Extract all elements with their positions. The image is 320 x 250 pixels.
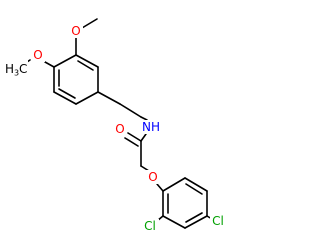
atom-label-oxygen-methoxy-left: O	[33, 48, 42, 62]
bond-c-o-double-a	[127, 132, 142, 142]
bond-o-ch3-top	[81, 18, 98, 29]
bond-ringB-4	[184, 215, 208, 229]
bond-ringB-inner-2	[185, 212, 203, 223]
bond-ch2-n	[140, 116, 148, 121]
bond-ch2-ch2	[119, 103, 142, 118]
atom-label-carbonyl-oxygen: O	[115, 122, 124, 136]
bond-ring-ch2	[97, 91, 121, 105]
bond-c4-o	[44, 61, 55, 68]
bond-ringA-inner-2	[58, 88, 76, 99]
bond-ringA-3	[75, 91, 99, 105]
bond-c-o-double-b	[124, 137, 139, 147]
chemical-structure-diagram: O O H 3 C NH O O Cl Cl	[4, 18, 227, 233]
bond-ringB-2	[184, 177, 208, 192]
bond-ringA-inner-1	[77, 60, 94, 71]
bond-ringA-6	[53, 54, 77, 68]
atom-label-chlorine-para: Cl	[212, 214, 224, 228]
bond-o-ring	[156, 183, 164, 192]
atom-label-methyl-h: H	[5, 62, 14, 76]
bond-ringA-4	[53, 91, 77, 105]
bond-ringB-5	[162, 215, 186, 229]
atom-label-amide-nh: NH	[142, 120, 160, 134]
bond-n-c	[140, 133, 147, 142]
atom-label-methyl-subscript: 3	[14, 69, 19, 78]
atom-label-oxygen-methoxy-top: O	[71, 24, 80, 38]
bond-ringB-1	[162, 177, 186, 192]
atom-label-methyl-c: C	[19, 62, 27, 76]
bond-ringB-inner-1	[185, 183, 203, 195]
atom-label-ether-oxygen: O	[148, 170, 157, 184]
atom-labels: O O H 3 C NH O O Cl Cl	[4, 24, 227, 233]
atom-label-chlorine-ortho: Cl	[144, 219, 156, 233]
bond-ringA-1	[75, 54, 99, 68]
